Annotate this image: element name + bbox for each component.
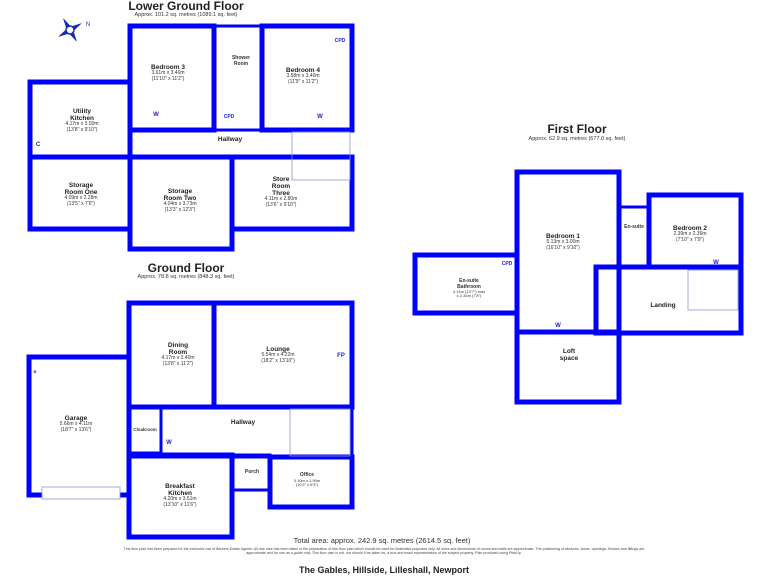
ground-title: Ground Floor: [147, 261, 225, 275]
garage-door: [41, 486, 121, 500]
first-floor-area: Approx. 62.9 sq. metres (677.0 sq. feet): [528, 136, 626, 142]
room-en-suite: En-suite: [624, 224, 644, 230]
g-kitchen-walls: [126, 452, 235, 540]
wardrobe-marker: W: [153, 112, 159, 118]
compass-label: N: [85, 22, 91, 28]
f-ensuite-walls: [617, 205, 651, 269]
g-office-walls: [267, 454, 355, 510]
f-bathroom-walls: [412, 252, 520, 316]
room-landing: Landing: [650, 302, 676, 309]
room-porch: Porch: [244, 469, 260, 475]
wardrobe-marker: W: [166, 440, 172, 446]
stairs-first: [687, 269, 739, 311]
boiler-marker: B: [33, 369, 37, 374]
cupboard-c-marker: C: [35, 142, 41, 148]
wardrobe-marker: W: [555, 323, 561, 329]
stairs-ground: [289, 408, 351, 457]
f-loft-walls: [514, 329, 622, 405]
room-g-hallway: Hallway: [230, 419, 256, 426]
room-cloakroom: Cloakroom: [133, 427, 157, 432]
wardrobe-marker: W: [317, 114, 323, 120]
f-bedroom-1-walls: [514, 169, 622, 335]
total-area: Total area: approx. 242.9 sq. metres (26…: [293, 536, 471, 545]
lower-ground-area: Approx. 101.2 sq. metres (1089.1 sq. fee…: [134, 12, 238, 18]
fireplace-marker: FP: [337, 353, 345, 359]
disclaimer: This floor plan has been prepared for th…: [123, 547, 645, 555]
compass-icon: [58, 18, 82, 42]
cupboard-marker: CPD: [223, 114, 235, 120]
property-address: The Gables, Hillside, Lilleshall, Newpor…: [298, 565, 470, 575]
lower-ground-title: Lower Ground Floor: [128, 0, 244, 13]
stairs-lower: [291, 131, 351, 181]
ground-area: Approx. 78.8 sq. metres (848.3 sq. feet): [137, 274, 235, 280]
cupboard-marker: CPD: [501, 261, 513, 267]
lg-shower-room-walls: [212, 24, 264, 132]
room-lg-hallway: Hallway: [217, 136, 243, 143]
room-loft-space: Loft space: [559, 348, 579, 363]
f-landing-walls: [593, 264, 744, 336]
cupboard-marker: CPD: [334, 38, 346, 44]
wardrobe-marker: W: [713, 260, 719, 266]
first-floor-title: First Floor: [547, 122, 607, 136]
room-shower-room: Shower Room: [231, 55, 251, 67]
